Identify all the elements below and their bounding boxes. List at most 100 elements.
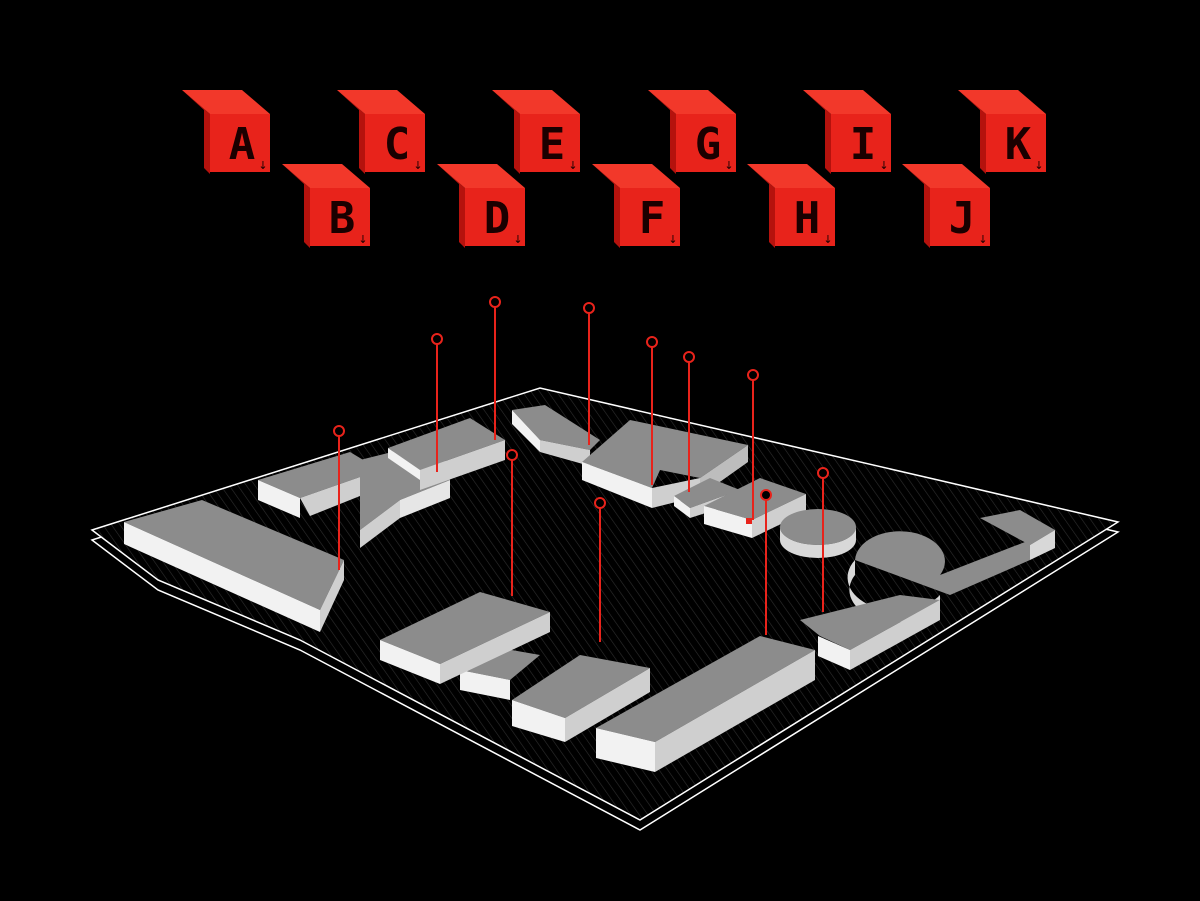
building-south-center[interactable] (512, 655, 650, 742)
location-marker[interactable] (760, 489, 772, 635)
tag-top-face (282, 164, 370, 188)
marker-pin-icon (583, 302, 595, 314)
tag-letter: K (1005, 119, 1032, 170)
tag-c[interactable]: C↓ (337, 90, 425, 174)
marker-pin-icon (333, 425, 345, 437)
marker-pin-icon (594, 497, 606, 509)
location-marker[interactable] (431, 333, 443, 472)
tag-letter: B (329, 193, 356, 244)
tag-top-face (648, 90, 736, 114)
tag-letter: G (695, 119, 722, 170)
tag-side-face (182, 90, 210, 174)
building-south-mid[interactable] (460, 648, 540, 700)
tag-top-face (958, 90, 1046, 114)
tag-e[interactable]: E↓ (492, 90, 580, 174)
location-marker[interactable] (747, 369, 759, 520)
location-marker[interactable] (489, 296, 501, 440)
tag-a[interactable]: A↓ (182, 90, 270, 174)
tag-front-face (930, 188, 990, 246)
tag-d[interactable]: D↓ (437, 164, 525, 248)
building-oval[interactable] (780, 509, 856, 558)
tag-side-face (803, 90, 831, 174)
marker-pin-icon (506, 449, 518, 461)
tag-front-face (986, 114, 1046, 172)
tag-top-face (337, 90, 425, 114)
tag-letter: D (484, 193, 511, 244)
tag-top-face (747, 164, 835, 188)
building-north-2[interactable] (512, 405, 600, 466)
down-arrow-icon: ↓ (513, 233, 522, 246)
down-arrow-icon: ↓ (258, 159, 267, 172)
down-arrow-icon: ↓ (668, 233, 677, 246)
building-south-long[interactable] (596, 636, 815, 772)
down-arrow-icon: ↓ (978, 233, 987, 246)
tag-front-face (465, 188, 525, 246)
marker-pin-icon (683, 351, 695, 363)
marker-pin-icon (489, 296, 501, 308)
tag-letter: H (794, 193, 821, 244)
location-marker[interactable] (817, 467, 829, 612)
location-marker[interactable] (506, 449, 518, 596)
marker-pin-icon (760, 489, 772, 501)
tag-top-face (182, 90, 270, 114)
marker-pin-icon (747, 369, 759, 381)
tag-letter: J (949, 193, 976, 244)
tag-top-face (437, 164, 525, 188)
tag-top-face (902, 164, 990, 188)
tag-top-face (492, 90, 580, 114)
tag-front-face (210, 114, 270, 172)
tag-f[interactable]: F↓ (592, 164, 680, 248)
location-markers (333, 296, 829, 642)
tag-front-face (365, 114, 425, 172)
marker-pin-icon (817, 467, 829, 479)
tag-k[interactable]: K↓ (958, 90, 1046, 174)
tag-side-face (592, 164, 620, 248)
building-southeast[interactable] (800, 595, 940, 670)
down-arrow-icon: ↓ (1034, 159, 1043, 172)
building-east-small[interactable] (980, 510, 1055, 560)
down-arrow-icon: ↓ (413, 159, 422, 172)
location-marker[interactable] (333, 425, 345, 570)
location-marker[interactable] (683, 351, 695, 492)
tag-front-face (775, 188, 835, 246)
tag-front-face (831, 114, 891, 172)
marker-pin-icon (646, 336, 658, 348)
tag-front-face (310, 188, 370, 246)
tag-b[interactable]: B↓ (282, 164, 370, 248)
marker-pin-icon (431, 333, 443, 345)
tag-front-face (620, 188, 680, 246)
building-north-1[interactable] (388, 418, 505, 490)
down-arrow-icon: ↓ (724, 159, 733, 172)
tag-side-face (282, 164, 310, 248)
tag-side-face (958, 90, 986, 174)
building-letter-tags: A↓B↓C↓D↓E↓F↓G↓H↓I↓J↓K↓ (182, 90, 1046, 248)
down-arrow-icon: ↓ (568, 159, 577, 172)
tag-letter: E (539, 119, 566, 170)
tag-g[interactable]: G↓ (648, 90, 736, 174)
location-marker[interactable] (646, 336, 658, 485)
location-marker[interactable] (583, 302, 595, 445)
tag-side-face (437, 164, 465, 248)
tag-j[interactable]: J↓ (902, 164, 990, 248)
tag-h[interactable]: H↓ (747, 164, 835, 248)
tag-front-face (676, 114, 736, 172)
tag-front-face (520, 114, 580, 172)
tag-letter: F (639, 193, 666, 244)
building-southwest[interactable] (380, 592, 550, 684)
down-arrow-icon: ↓ (823, 233, 832, 246)
tag-side-face (902, 164, 930, 248)
tag-letter: I (850, 119, 877, 170)
down-arrow-icon: ↓ (358, 233, 367, 246)
location-marker[interactable] (594, 497, 606, 642)
tag-side-face (747, 164, 775, 248)
tag-top-face (592, 164, 680, 188)
down-arrow-icon: ↓ (879, 159, 888, 172)
tag-side-face (648, 90, 676, 174)
tag-i[interactable]: I↓ (803, 90, 891, 174)
building-west-long[interactable] (124, 500, 344, 632)
tag-letter: A (229, 119, 256, 170)
tag-top-face (803, 90, 891, 114)
tag-side-face (337, 90, 365, 174)
tag-side-face (492, 90, 520, 174)
